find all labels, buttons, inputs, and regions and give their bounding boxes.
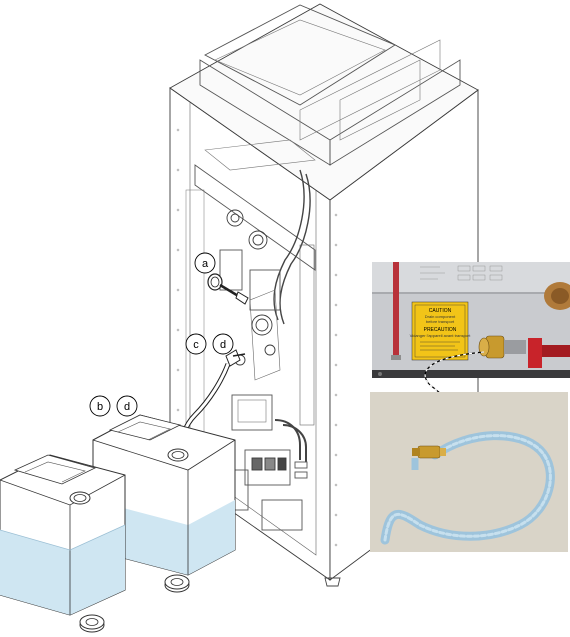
hose-brass-fitting: [411, 445, 446, 470]
photo-drain-hose: [370, 392, 568, 552]
canister-front: [0, 454, 126, 616]
drain-valve-a: [207, 273, 249, 305]
photo-drain-valve: CAUTION Drain component before transport…: [372, 262, 570, 378]
canister-cap-1: [164, 574, 190, 593]
callout-d-canister: d: [116, 395, 138, 417]
callout-d-hose-label: d: [220, 339, 226, 351]
callout-c-label: c: [193, 339, 199, 351]
caution-line-1: Drain component: [425, 314, 456, 319]
caution-title-2: PRECAUTION: [424, 327, 457, 333]
red-valve-handle: [528, 338, 570, 368]
caution-line-3: Vidanger l'appareil avant transport: [410, 333, 472, 338]
caution-sticker: CAUTION Drain component before transport…: [410, 301, 472, 361]
callout-b: b: [89, 395, 111, 417]
callout-c: c: [185, 333, 207, 355]
callout-b-label: b: [97, 401, 103, 413]
canister-back: [92, 414, 236, 576]
canister-cap-2: [79, 614, 105, 633]
callout-d-canister-label: d: [124, 401, 130, 413]
callout-d-hose: d: [212, 333, 234, 355]
brass-drain-valve: [478, 335, 526, 359]
callout-a: a: [194, 252, 216, 274]
hose-connector-d: [225, 349, 246, 367]
caution-line-2: before transport: [426, 319, 455, 324]
device-label-top: [420, 265, 503, 281]
callout-a-label: a: [202, 258, 209, 270]
caution-title: CAUTION: [429, 308, 452, 314]
